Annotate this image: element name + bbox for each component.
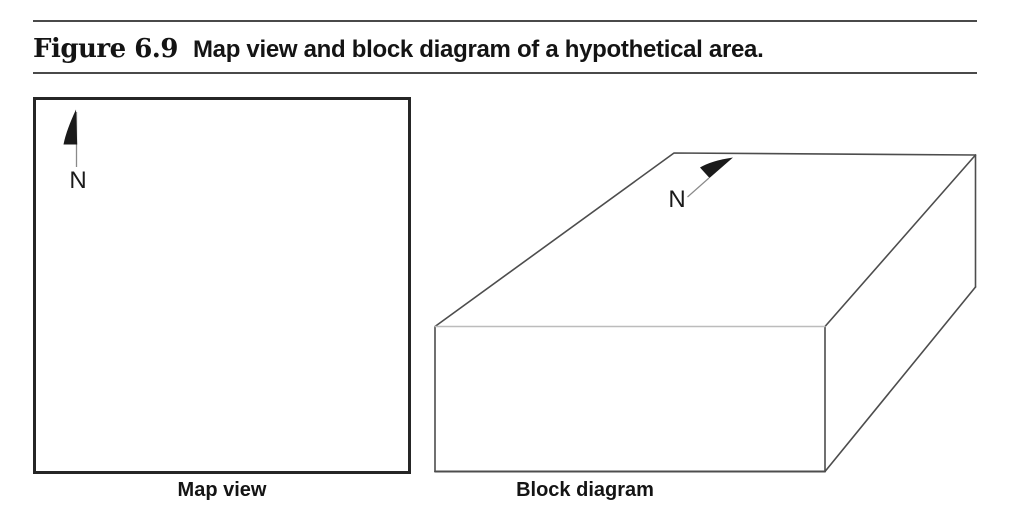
north-arrow-icon <box>687 157 733 198</box>
north-label: N <box>69 167 87 194</box>
map-view-panel <box>33 97 411 474</box>
north-label: N <box>668 186 686 213</box>
figure-number-label: Figure 6.9 <box>33 34 178 64</box>
header-top-rule <box>33 20 977 22</box>
figure-caption-text: Map view and block diagram of a hypothet… <box>192 36 764 63</box>
block-diagram-caption: Block diagram <box>516 479 654 501</box>
figure-title: Figure 6.9 Map view and block diagram of … <box>33 34 764 64</box>
block-box-drawing <box>434 152 977 473</box>
map-view-caption: Map view <box>177 479 267 501</box>
header-bottom-rule <box>33 72 977 74</box>
